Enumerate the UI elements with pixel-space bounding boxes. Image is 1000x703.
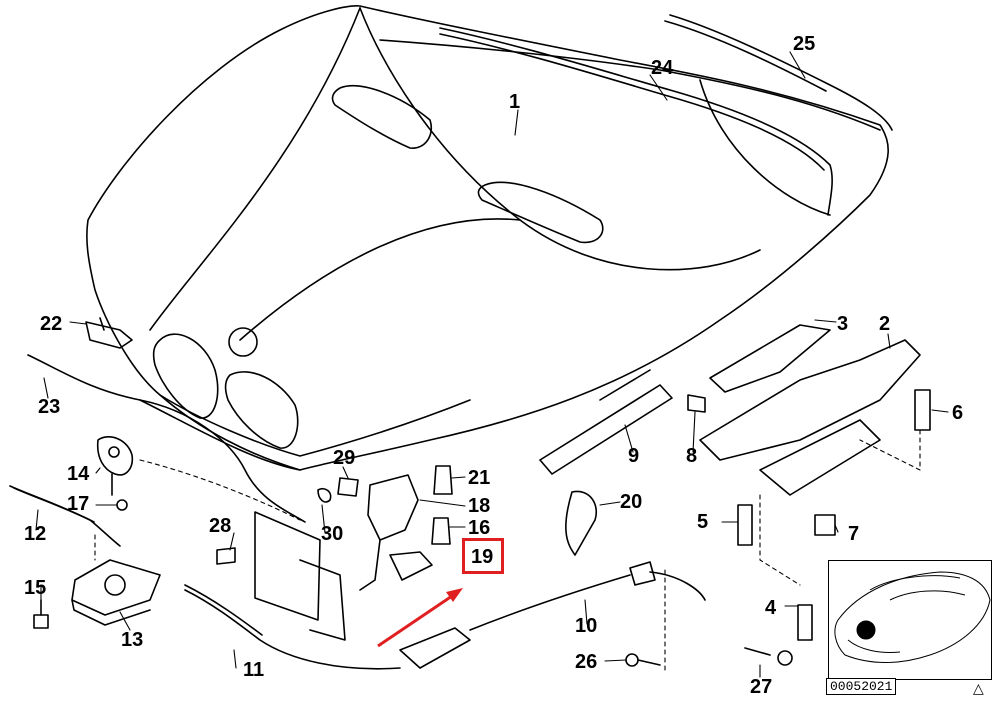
part-9-gas-strut	[539, 369, 673, 475]
red-arrow-indicator	[377, 588, 463, 648]
callout-3: 3	[837, 313, 849, 335]
part-19-plate	[389, 551, 433, 581]
part-13-lock	[71, 559, 161, 626]
callout-7: 7	[848, 523, 860, 545]
part-14-bracket	[96, 436, 134, 496]
kidney-grille	[152, 327, 299, 449]
hood-vent-right	[477, 181, 604, 244]
callout-17: 17	[67, 493, 90, 515]
callout-27: 27	[750, 676, 773, 698]
callout-21: 21	[468, 467, 491, 489]
callout-10: 10	[575, 615, 598, 637]
inset-car-thumbnail-overlay	[834, 571, 991, 663]
leader-lines	[35, 51, 949, 678]
hood-vent-left	[331, 85, 432, 149]
callout-14: 14	[67, 463, 90, 485]
callout-22: 22	[40, 313, 63, 335]
callout-23: 23	[38, 396, 61, 418]
part-23-rod	[27, 354, 306, 523]
part-8-bolt	[687, 394, 706, 413]
part-16-bumper	[431, 517, 451, 545]
part-12-cable	[9, 485, 121, 547]
seal-strip-25	[664, 14, 893, 131]
drawing-code: 00052021	[826, 678, 897, 695]
part-20-bracket	[565, 490, 597, 556]
part-11-cable	[184, 584, 471, 670]
callout-25: 25	[793, 33, 816, 55]
part-28-bolt	[216, 547, 236, 565]
callout-16: 16	[468, 517, 491, 539]
part-10-cable	[469, 561, 706, 631]
callout-2: 2	[879, 313, 891, 335]
corner-triangle-symbol: △	[973, 680, 984, 696]
callout-15: 15	[24, 577, 47, 599]
part-3-plate	[709, 324, 831, 393]
callout-13: 13	[121, 629, 144, 651]
part-2-hinge	[699, 339, 921, 496]
callout-12: 12	[24, 523, 47, 545]
part-5-bolt	[737, 504, 753, 546]
callout-19: 19	[471, 546, 494, 568]
callout-29: 29	[333, 447, 356, 469]
callout-11: 11	[243, 659, 265, 681]
part-15-bolt	[33, 599, 49, 629]
callout-9: 9	[628, 445, 640, 467]
callout-6: 6	[952, 402, 964, 424]
part-29-bolt	[317, 477, 359, 503]
callout-4: 4	[765, 597, 777, 619]
part-18-latch	[359, 474, 419, 591]
part-7-bolt	[814, 514, 836, 536]
seal-strip-24	[439, 27, 833, 216]
callout-26: 26	[575, 651, 598, 673]
part-21-bumper	[433, 465, 453, 495]
part-26-screw	[625, 653, 661, 667]
part-4-bolt	[797, 604, 813, 641]
callout-5: 5	[697, 511, 709, 533]
hood-panel	[86, 5, 889, 471]
highlight-box-19	[462, 538, 504, 574]
part-27-screw	[744, 647, 793, 666]
part-17-screw	[116, 499, 128, 511]
callout-18: 18	[468, 495, 491, 517]
part-6-bolt	[914, 389, 931, 431]
callout-24: 24	[651, 57, 674, 79]
part-30-bracket	[254, 511, 346, 641]
callout-1: 1	[509, 91, 521, 113]
callout-30: 30	[321, 523, 344, 545]
callout-28: 28	[209, 515, 232, 537]
callout-8: 8	[686, 445, 698, 467]
callout-20: 20	[620, 491, 643, 513]
part-22-clip	[85, 317, 133, 349]
